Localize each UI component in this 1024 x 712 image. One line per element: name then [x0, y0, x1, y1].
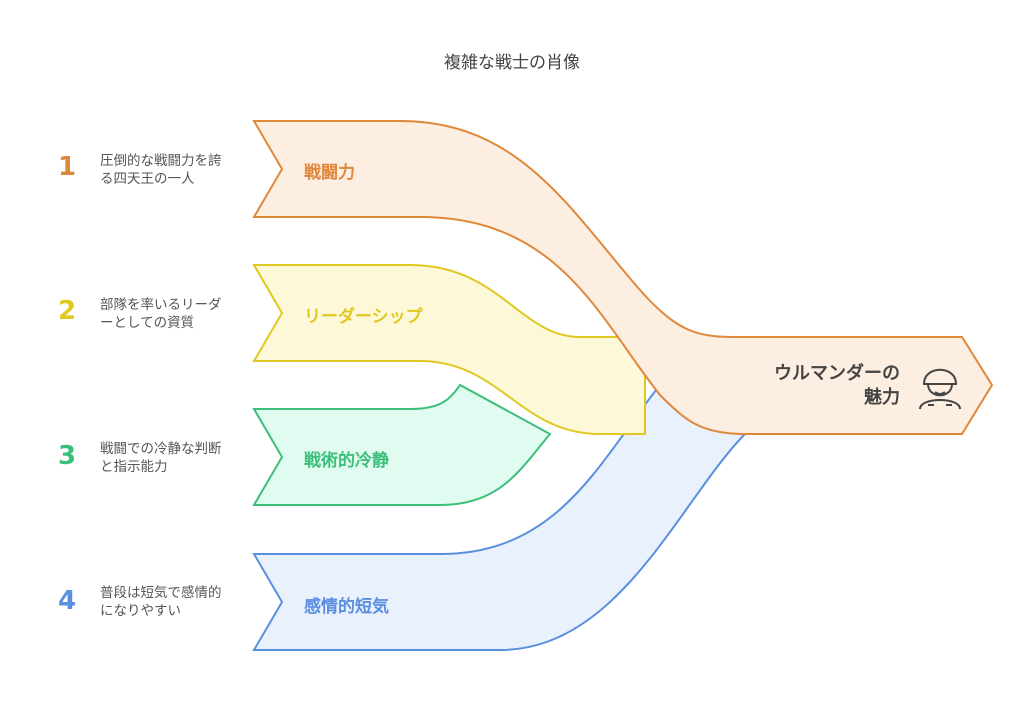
item-number: 2 [57, 296, 77, 326]
item-label: 戦闘力 [304, 163, 355, 183]
item-description: 普段は短気で感情的になりやすい [100, 585, 222, 619]
item-label: 感情的短気 [304, 597, 389, 617]
band-4 [252, 383, 747, 651]
center-label: ウルマンダーの魅力 [774, 363, 900, 408]
diagram-title: 複雑な戦士の肖像 [444, 53, 580, 73]
item-number: 1 [57, 152, 77, 182]
item-number: 4 [57, 586, 77, 616]
item-label: リーダーシップ [304, 307, 423, 327]
band-3 [252, 383, 552, 506]
band-2 [252, 264, 646, 435]
item-description: 部隊を率いるリーダーとしての資質 [100, 297, 222, 331]
band-1 [252, 120, 994, 435]
item-number: 3 [57, 441, 77, 471]
item-description: 圧倒的な戦闘力を誇る四天王の一人 [100, 153, 222, 187]
item-label: 戦術的冷静 [304, 451, 389, 471]
item-description: 戦闘での冷静な判断と指示能力 [100, 441, 222, 475]
soldier-icon [919, 368, 961, 410]
